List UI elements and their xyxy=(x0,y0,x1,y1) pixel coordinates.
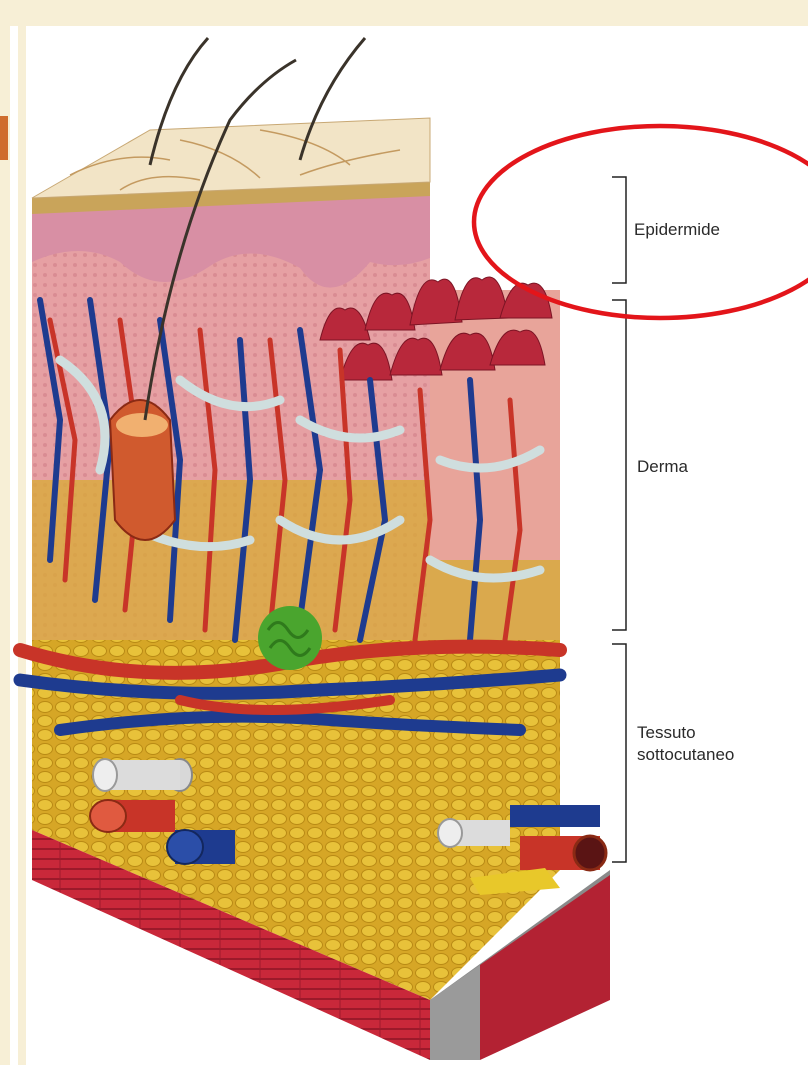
label-epidermide: Epidermide xyxy=(634,219,720,241)
label-tessuto-line1: Tessuto xyxy=(637,722,734,744)
dermis-lower-band xyxy=(32,480,430,640)
bracket-derma xyxy=(612,300,626,630)
sweat-gland xyxy=(258,606,322,670)
bracket-tessuto xyxy=(612,644,626,862)
label-derma: Derma xyxy=(637,456,688,478)
label-tessuto-sottocutaneo: Tessuto sottocutaneo xyxy=(637,722,734,766)
hair-follicle xyxy=(110,400,175,540)
bracket-epidermide xyxy=(612,177,626,283)
label-tessuto-line2: sottocutaneo xyxy=(637,744,734,766)
layer-brackets xyxy=(612,177,626,862)
